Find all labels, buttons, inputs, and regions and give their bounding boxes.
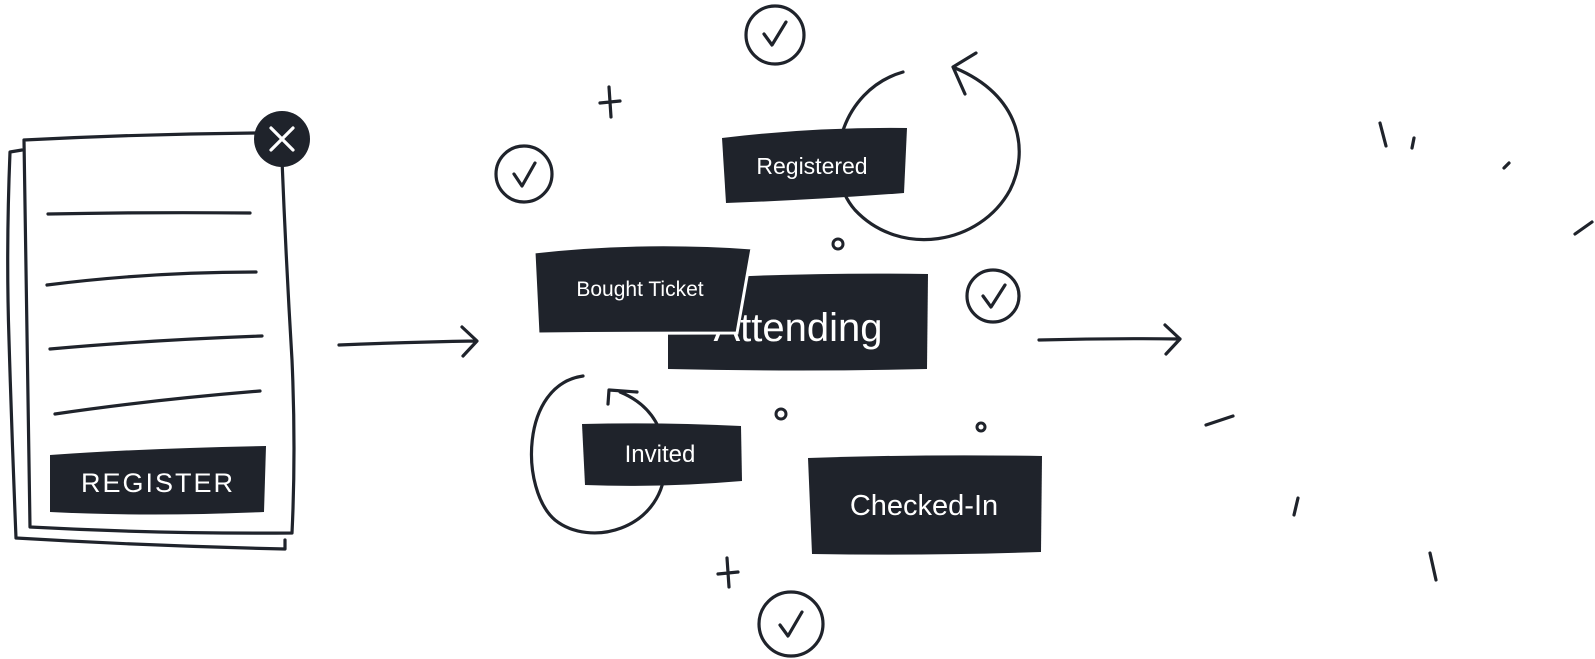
form-line (46, 211, 252, 216)
burst-line (1292, 496, 1300, 517)
form-line (53, 389, 262, 416)
status-invited[interactable]: Invited (582, 423, 742, 486)
dot-marker (975, 421, 987, 433)
check-circle-icon (965, 268, 1021, 324)
status-checked-in[interactable]: Checked-In (808, 455, 1042, 555)
status-cluster: Attending Bought Ticket Registered Invit… (494, 4, 1042, 658)
check-circle-icon (757, 590, 825, 658)
check-circle-icon (494, 144, 554, 204)
burst-line (1378, 121, 1388, 148)
form-back-sheet (6, 148, 287, 551)
form-sheet (22, 131, 296, 535)
status-bought-ticket[interactable]: Bought Ticket (532, 243, 754, 336)
status-registered-label: Registered (756, 153, 867, 179)
register-button-label: REGISTER (81, 468, 235, 498)
dot-marker (831, 237, 845, 251)
check-circle-icon (744, 4, 806, 66)
form-line (48, 334, 264, 351)
burst-line (1502, 161, 1511, 170)
burst-line (1410, 136, 1416, 150)
arrow-right-icon (337, 325, 479, 358)
dot-marker (774, 407, 788, 421)
burst-line (1204, 414, 1235, 427)
burst-line (1573, 220, 1594, 236)
form-line (45, 270, 258, 287)
register-button[interactable]: REGISTER (50, 446, 266, 515)
status-bought-ticket-label: Bought Ticket (576, 278, 703, 301)
burst-line (1428, 551, 1438, 582)
plus-sparkle-icon (598, 85, 622, 119)
status-checked-in-label: Checked-In (850, 490, 998, 522)
arrow-right-icon (1037, 323, 1182, 356)
close-icon[interactable] (254, 111, 310, 167)
plus-sparkle-icon (716, 556, 740, 589)
status-invited-label: Invited (625, 441, 696, 468)
status-registered[interactable]: Registered (722, 127, 907, 203)
burst-lines (1204, 121, 1594, 582)
registration-form: REGISTER (6, 111, 310, 551)
